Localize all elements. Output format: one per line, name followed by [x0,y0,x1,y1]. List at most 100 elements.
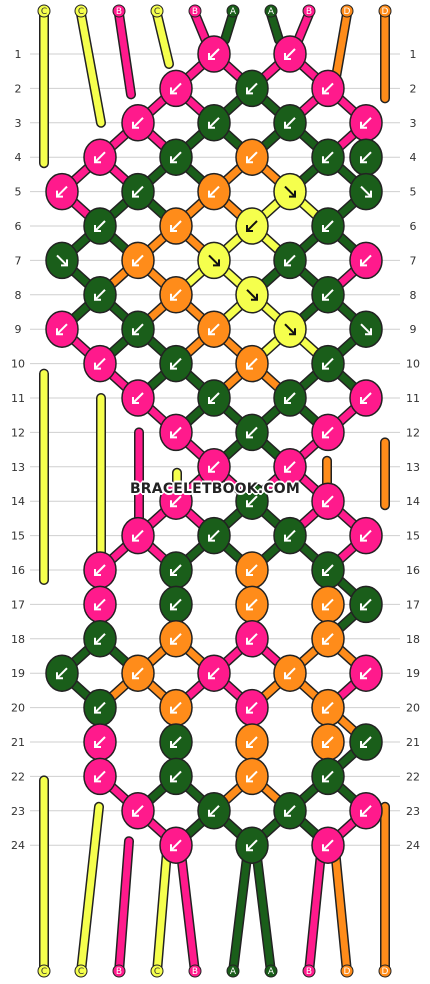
strand-bottom-cap [226,964,240,978]
knot [159,826,193,864]
strand-top-cap [188,4,202,18]
knot [235,69,269,108]
knot [235,620,269,658]
row-number-left: 2 [15,82,22,95]
knot-arrow-head [132,397,139,404]
strand-top-cap [264,4,278,18]
knot-arrow-head [360,156,367,164]
knot-arrow-head [322,500,329,508]
knot-arrow-icon [246,82,258,95]
knot [235,344,269,383]
row-number-left: 11 [11,392,25,405]
row-number-left: 8 [15,289,22,302]
knot [83,757,117,796]
knot [311,723,345,761]
row-number-right: 9 [410,323,417,336]
knot [311,757,345,796]
knot-arrow-icon [170,598,182,611]
knot-arrow-icon [208,667,220,679]
knot-arrow-head [246,431,253,439]
row-number-right: 5 [410,186,417,199]
knot-arrow-head [170,293,177,301]
thread [177,849,199,976]
knot [349,516,383,555]
knot-arrow-head [360,603,367,611]
thread [153,847,171,976]
strand-top-label: D [382,7,389,17]
knot [311,482,345,520]
knot [197,516,231,555]
knot-arrow-head [360,672,367,680]
knot-arrow-head [56,328,63,336]
knot-arrow-head [284,121,291,129]
thread [221,10,237,44]
row-number-right: 2 [410,82,417,95]
knot-arrow-icon [94,357,106,370]
row-number-right: 15 [406,530,420,543]
knot-arrow-head [94,293,101,301]
strand-top-cap [378,4,392,18]
row-number-right: 13 [406,461,420,474]
knot-arrow-head [322,775,329,783]
knot [83,344,117,383]
knot-arrow-icon [322,151,334,163]
row-number-right: 6 [410,220,417,233]
knot-arrow-head [360,809,367,817]
knot [311,620,345,658]
knot [121,104,155,142]
knot-arrow-head [322,569,329,576]
knot [273,172,307,211]
knot [349,241,383,280]
knot [197,172,231,211]
row-number-left: 21 [11,736,25,749]
row-number-right: 4 [410,151,417,164]
knot-arrow-icon [132,254,144,267]
knot-arrow-icon [322,564,334,576]
strand-top-label: C [78,7,84,17]
knot-arrow-icon [360,736,372,748]
knot-arrow-icon [132,185,144,198]
knot-arrow-head [208,190,215,198]
strand-bottom-label: B [192,967,198,977]
row-number-left: 18 [11,633,25,646]
knot [83,207,117,245]
knot [159,138,193,176]
knot [83,551,117,589]
knot [235,276,269,314]
knot-arrow-icon [360,323,372,335]
knot [235,413,269,452]
knot [273,448,307,486]
knot-arrow-head [208,121,215,129]
knot-arrow-icon [322,220,334,232]
row-number-right: 16 [406,564,420,577]
knot [197,35,231,73]
knot [349,138,383,176]
knot-arrow-head [132,672,139,680]
row-number-right: 7 [410,254,417,267]
knot [45,172,79,211]
knot-arrow-icon [170,701,182,714]
knot [159,276,193,314]
knot-arrow-head [94,741,101,748]
knot [311,551,345,589]
knot-arrow-head [170,741,177,748]
knot [311,276,345,314]
knot-arrow-head [132,534,139,542]
knot-arrow-head [246,500,253,508]
knot-arrow-head [360,534,367,542]
knot-arrow-icon [246,220,258,232]
knot-arrow-head [246,225,253,232]
strand-top-cap [340,4,354,18]
row-number-left: 20 [11,702,25,715]
strand-bottom-cap [378,964,392,978]
knot-arrow-icon [170,82,182,95]
knot-arrow-head [289,328,296,336]
knot [235,723,269,761]
knot [159,688,193,727]
knot-arrow-icon [94,151,106,163]
knot-arrow-icon [56,667,68,679]
knot-arrow-icon [284,323,296,335]
knot-arrow-icon [94,220,106,232]
